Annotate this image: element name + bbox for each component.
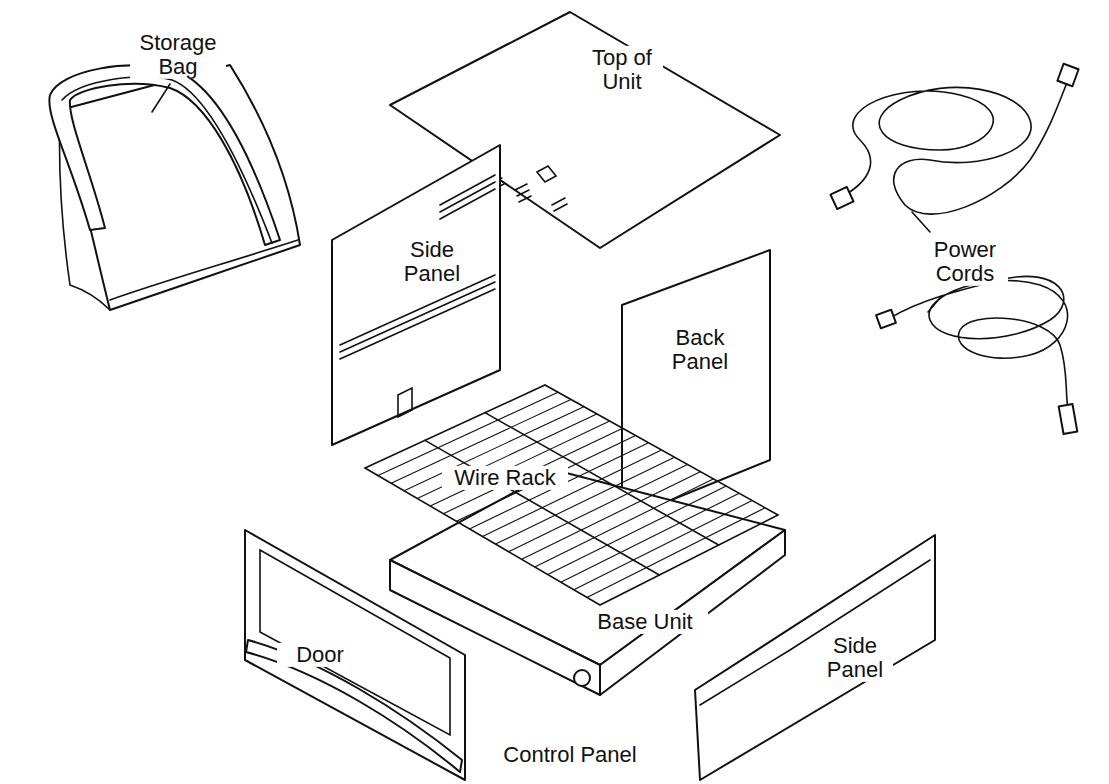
- part-label: Back Panel: [662, 326, 738, 374]
- part-label: Power Cords: [922, 238, 1008, 286]
- leader-line: [152, 84, 170, 112]
- bag-body: [60, 65, 300, 310]
- door-panel: [245, 530, 465, 780]
- rack-wire: [483, 450, 662, 537]
- power-cord: [845, 80, 1068, 214]
- door-window: [260, 550, 450, 735]
- switch-hole: [398, 388, 412, 417]
- side-panel: [695, 535, 935, 780]
- rack-wire: [378, 392, 558, 475]
- power-cords: [830, 64, 1078, 434]
- rack-bar: [425, 440, 659, 575]
- part-label: Top of Unit: [581, 46, 663, 94]
- part-label: Side Panel: [817, 634, 893, 682]
- bag-seam: [110, 240, 298, 300]
- part-label: Side Panel: [394, 238, 470, 286]
- bag-handle-seam: [62, 77, 272, 243]
- vent-lines: [340, 175, 495, 359]
- leader-line: [928, 298, 940, 312]
- rack-wires: [378, 392, 765, 597]
- part-label: Wire Rack: [442, 466, 568, 490]
- side-panel-left: [332, 145, 500, 445]
- side-panel-right: [695, 535, 935, 780]
- plug: [876, 310, 896, 329]
- bag-handle: [49, 65, 280, 245]
- plug: [830, 187, 853, 209]
- part-label: Door: [277, 643, 363, 667]
- power-cord: [890, 276, 1068, 410]
- leader-line: [912, 212, 930, 232]
- storage-bag: [49, 65, 300, 310]
- part-label: Control Panel: [482, 743, 658, 767]
- control-knob: [574, 670, 590, 686]
- part-label: Storage Bag: [130, 31, 226, 79]
- door-handle: [246, 640, 462, 772]
- door: [245, 530, 465, 780]
- part-label: Base Unit: [582, 610, 708, 634]
- side-panel: [332, 145, 500, 445]
- wire-rack: [365, 385, 778, 605]
- rack-wire: [417, 414, 597, 499]
- car-plug: [1059, 404, 1078, 434]
- rack-frame: [365, 385, 778, 605]
- switch-mark: [537, 166, 556, 182]
- plug: [1057, 64, 1078, 86]
- rack-wire: [430, 421, 609, 506]
- rack-wire: [404, 407, 584, 491]
- panel-edge: [700, 560, 930, 705]
- back-panel: [622, 250, 770, 520]
